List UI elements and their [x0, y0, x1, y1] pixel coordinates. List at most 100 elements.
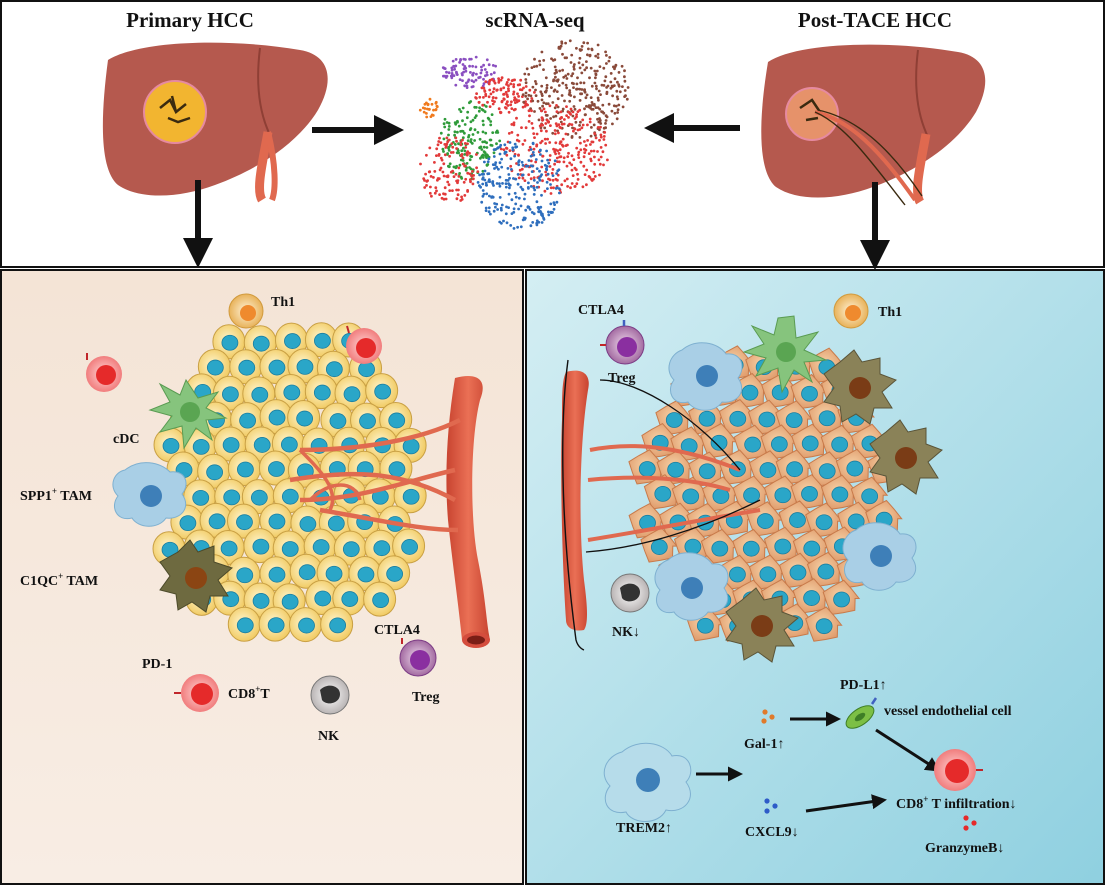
tsne-point — [532, 147, 536, 151]
tsne-point — [536, 181, 539, 184]
tumor-cell — [392, 528, 426, 564]
tsne-point — [585, 183, 588, 187]
cd8-t-infiltration-label: CD8+ T infiltration↓ — [896, 794, 1017, 812]
tsne-point — [484, 105, 488, 108]
tsne-point — [444, 146, 448, 149]
tsne-point — [580, 126, 584, 130]
tsne-point — [453, 133, 456, 137]
tsne-point — [592, 170, 596, 174]
tsne-point — [480, 155, 484, 159]
tsne-point — [510, 123, 514, 126]
tsne-point — [507, 192, 511, 196]
tsne-point — [626, 86, 630, 89]
tsne-point — [527, 173, 531, 177]
tsne-point — [509, 103, 513, 107]
tsne-point — [590, 126, 593, 129]
tsne-point — [545, 180, 549, 184]
dendritic-cell-icon — [148, 378, 228, 450]
tsne-point — [593, 175, 597, 178]
tsne-point — [602, 163, 605, 167]
tsne-point — [535, 132, 539, 136]
tsne-point — [438, 193, 441, 197]
tsne-point — [604, 143, 608, 147]
tsne-point — [525, 164, 528, 168]
tsne-point — [575, 115, 578, 119]
blood-vessel-icon — [289, 376, 490, 648]
tsne-point — [510, 79, 514, 82]
tsne-point — [558, 125, 562, 129]
th1-label: Th1 — [271, 295, 295, 310]
tsne-point — [468, 101, 471, 105]
tsne-point — [515, 145, 519, 149]
tsne-point — [526, 205, 530, 209]
tsne-point — [460, 195, 463, 199]
tsne-point — [499, 147, 503, 151]
tsne-point — [571, 114, 575, 118]
tsne-point — [466, 80, 470, 83]
tsne-point — [504, 90, 508, 94]
tsne-point — [523, 179, 527, 183]
tumor-cell — [790, 474, 829, 510]
tsne-point — [607, 102, 611, 106]
tsne-point — [579, 160, 583, 164]
tsne-point — [539, 109, 543, 113]
tsne-point — [511, 148, 515, 152]
tsne-point — [464, 164, 467, 168]
tumor-cell — [393, 478, 427, 514]
tsne-point — [437, 154, 441, 157]
tsne-point — [504, 182, 508, 186]
tsne-point — [599, 135, 603, 139]
tsne-point — [570, 123, 574, 126]
tumor-cell — [790, 373, 829, 410]
tsne-point — [586, 41, 589, 45]
tsne-point — [485, 58, 489, 62]
tsne-point — [597, 89, 601, 93]
tsne-point — [510, 100, 513, 104]
tsne-point — [517, 154, 520, 157]
tsne-point — [558, 117, 562, 120]
tsne-point — [481, 108, 485, 112]
tsne-point — [557, 152, 561, 155]
tsne-point — [483, 140, 487, 144]
tsne-point — [538, 149, 542, 153]
tsne-point — [561, 81, 565, 85]
tsne-point — [463, 84, 467, 88]
tsne-point — [471, 64, 474, 68]
tsne-point — [447, 133, 450, 137]
tsne-point — [472, 174, 475, 177]
tsne-point — [429, 115, 433, 118]
tsne-point — [556, 160, 559, 164]
tsne-point — [527, 187, 530, 190]
tsne-point — [505, 147, 509, 150]
tsne-point — [498, 175, 502, 179]
tsne-point — [524, 81, 528, 85]
tsne-point — [518, 168, 522, 172]
tsne-point — [503, 143, 507, 147]
tsne-point — [486, 100, 489, 104]
tsne-point — [570, 136, 574, 139]
tsne-point — [500, 203, 504, 207]
tumor-cell — [305, 579, 339, 615]
tsne-point — [535, 64, 539, 68]
tsne-point — [544, 142, 547, 145]
tsne-point — [547, 177, 550, 181]
tsne-point — [612, 84, 616, 87]
tsne-point — [451, 59, 455, 63]
tsne-point — [483, 90, 487, 93]
tsne-point — [491, 180, 495, 183]
tsne-point — [596, 96, 600, 100]
tsne-point — [436, 177, 440, 180]
tsne-point — [507, 78, 510, 82]
tsne-point — [424, 172, 427, 176]
tsne-point — [611, 122, 614, 126]
tsne-point — [440, 196, 444, 200]
tumor-cell — [303, 528, 337, 564]
tsne-point — [454, 136, 458, 140]
tsne-point — [588, 54, 592, 58]
tsne-point — [513, 96, 517, 99]
tumor-cell — [791, 423, 829, 460]
tsne-point — [489, 120, 493, 123]
tsne-point — [441, 66, 445, 69]
tsne-point — [623, 79, 627, 83]
